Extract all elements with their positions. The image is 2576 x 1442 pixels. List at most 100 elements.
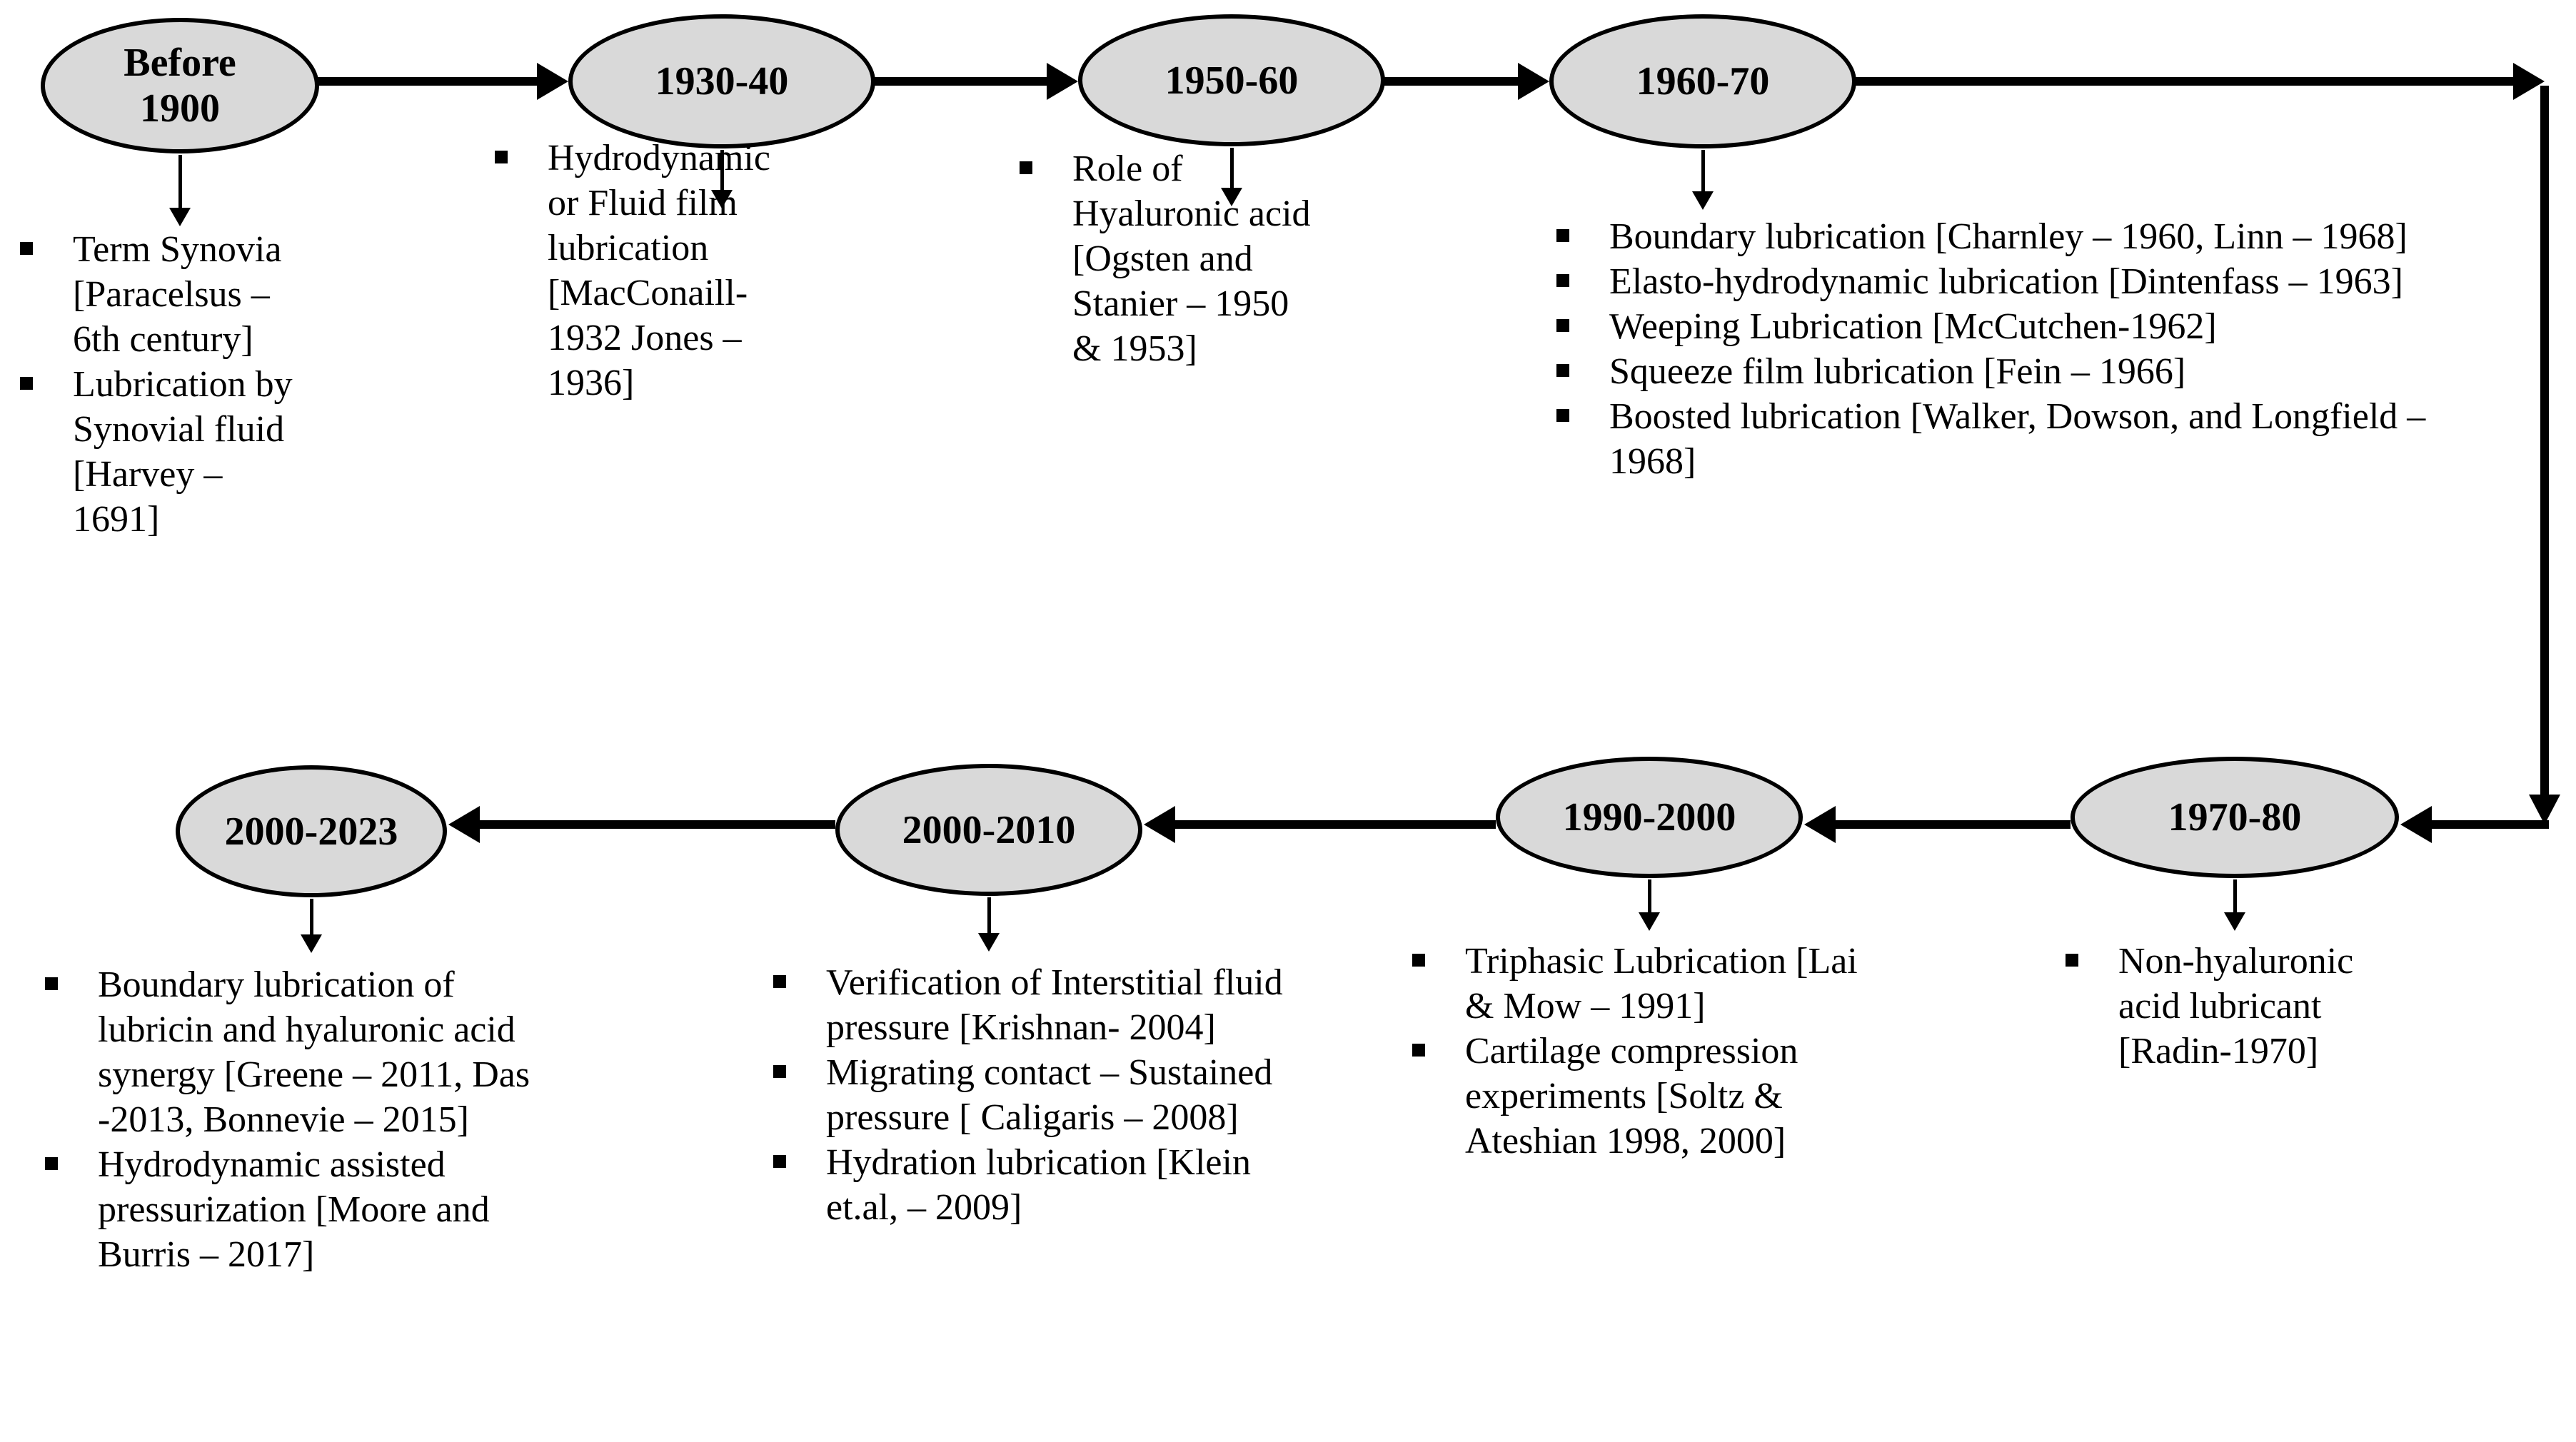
square-bullet-icon	[1020, 161, 1032, 174]
bullet-list-1970-80: Non-hyaluronic acid lubricant [Radin-197…	[2060, 939, 2417, 1074]
square-bullet-icon	[1412, 954, 1425, 967]
node-label-2000-2023: 2000-2023	[224, 809, 398, 854]
timeline-node-2000-2010: 2000-2010	[835, 764, 1142, 896]
arrow-line-2010-to-2023	[480, 820, 835, 829]
down-arrowhead-icon	[169, 208, 191, 226]
bullet-list-2000-2023: Boundary lubrication of lubricin and hya…	[39, 962, 571, 1277]
square-bullet-icon	[773, 1155, 786, 1168]
arrow-line-before1900-to-1930	[316, 77, 538, 86]
arrow-line-1930-to-1950	[874, 77, 1047, 86]
bullet-item: Hydration lubrication [Klein et.al, – 20…	[768, 1140, 1296, 1230]
bullet-text: Migrating contact – Sustained pressure […	[826, 1052, 1273, 1138]
bullet-text: Hydrodynamic assisted pressurization [Mo…	[98, 1144, 490, 1275]
bullet-item: Role of Hyaluronic acid [Ogsten and Stan…	[1014, 146, 1321, 371]
bullet-text: Role of Hyaluronic acid [Ogsten and Stan…	[1072, 148, 1311, 369]
down-arrow-line	[2233, 879, 2237, 914]
square-bullet-icon	[1556, 364, 1569, 377]
node-label-1970-80: 1970-80	[2168, 795, 2302, 840]
timeline-node-2000-2023: 2000-2023	[176, 765, 447, 897]
arrowhead-left-icon	[448, 806, 480, 843]
down-arrow-line	[1648, 879, 1651, 914]
bullet-text: Hydrodynamic or Fluid film lubrication […	[548, 138, 770, 403]
square-bullet-icon	[495, 151, 508, 163]
bullet-item: Squeeze film lubrication [Fein – 1966]	[1551, 349, 2443, 394]
down-arrowhead-icon	[2224, 912, 2245, 931]
bullet-item: Migrating contact – Sustained pressure […	[768, 1050, 1296, 1140]
arrow-line-1960-to-corner	[1855, 77, 2513, 86]
timeline-node-1960-70: 1960-70	[1549, 14, 1856, 148]
square-bullet-icon	[45, 977, 58, 990]
bullet-item: Non-hyaluronic acid lubricant [Radin-197…	[2060, 939, 2417, 1074]
node-label-2000-2010: 2000-2010	[902, 807, 1076, 852]
square-bullet-icon	[2066, 954, 2078, 967]
down-arrowhead-icon	[1639, 912, 1660, 931]
square-bullet-icon	[1556, 409, 1569, 422]
arrow-line-right-edge-vertical	[2540, 86, 2549, 795]
bullet-text: Squeeze film lubrication [Fein – 1966]	[1609, 351, 2186, 392]
down-arrowhead-icon	[1692, 191, 1714, 210]
square-bullet-icon	[20, 242, 33, 255]
bullet-item: Lubrication by Synovial fluid [Harvey – …	[14, 362, 314, 542]
square-bullet-icon	[773, 1065, 786, 1078]
timeline-node-1990-2000: 1990-2000	[1496, 757, 1803, 878]
down-arrow-line	[1230, 148, 1234, 189]
timeline-node-1970-80: 1970-80	[2071, 757, 2399, 878]
node-label-1960-70: 1960-70	[1636, 59, 1770, 104]
arrow-line-1990-to-2010	[1175, 820, 1496, 829]
node-label-1950-60: 1950-60	[1164, 58, 1299, 103]
bullet-item: Hydrodynamic or Fluid film lubrication […	[489, 136, 810, 405]
arrow-line-1970-to-1990	[1836, 820, 2071, 829]
bullet-text: Term Synovia [Paracelsus – 6th century]	[73, 229, 282, 360]
down-arrow-line	[987, 897, 991, 934]
bullet-text: Elasto-hydrodynamic lubrication [Dintenf…	[1609, 261, 2403, 302]
square-bullet-icon	[1556, 319, 1569, 332]
arrowhead-left-icon	[1144, 806, 1175, 843]
bullet-item: Cartilage compression experiments [Soltz…	[1407, 1029, 1863, 1164]
bullet-text: Boosted lubrication [Walker, Dowson, and…	[1609, 396, 2426, 482]
bullet-text: Boundary lubrication of lubricin and hya…	[98, 964, 530, 1140]
down-arrow-line	[310, 899, 313, 936]
node-label-before-1900: Before 1900	[124, 41, 236, 131]
square-bullet-icon	[773, 975, 786, 988]
bullet-item: Triphasic Lubrication [Lai & Mow – 1991]	[1407, 939, 1863, 1029]
down-arrow-line	[1701, 150, 1705, 193]
bullet-item: Boosted lubrication [Walker, Dowson, and…	[1551, 394, 2443, 484]
arrowhead-right-icon	[1518, 63, 1549, 100]
bullet-item: Verification of Interstitial fluid press…	[768, 960, 1296, 1050]
bullet-list-1930-40: Hydrodynamic or Fluid film lubrication […	[489, 136, 810, 405]
bullet-text: Triphasic Lubrication [Lai & Mow – 1991]	[1465, 941, 1858, 1027]
timeline-node-before-1900: Before 1900	[41, 18, 319, 153]
arrowhead-left-icon	[2400, 806, 2432, 843]
square-bullet-icon	[1556, 229, 1569, 242]
timeline-node-1930-40: 1930-40	[568, 14, 875, 148]
arrowhead-right-icon	[537, 63, 568, 100]
arrowhead-left-icon	[1804, 806, 1836, 843]
bullet-list-2000-2010: Verification of Interstitial fluid press…	[768, 960, 1296, 1230]
bullet-list-1950-60: Role of Hyaluronic acid [Ogsten and Stan…	[1014, 146, 1321, 371]
down-arrowhead-icon	[301, 934, 322, 953]
bullet-item: Hydrodynamic assisted pressurization [Mo…	[39, 1142, 571, 1277]
bullet-text: Verification of Interstitial fluid press…	[826, 962, 1283, 1048]
bullet-list-1960-70: Boundary lubrication [Charnley – 1960, L…	[1551, 214, 2443, 484]
bullet-text: Non-hyaluronic acid lubricant [Radin-197…	[2118, 941, 2354, 1072]
square-bullet-icon	[20, 377, 33, 390]
bullet-item: Elasto-hydrodynamic lubrication [Dintenf…	[1551, 259, 2443, 304]
square-bullet-icon	[45, 1157, 58, 1170]
square-bullet-icon	[1412, 1044, 1425, 1057]
down-arrow-line	[178, 155, 182, 209]
bullet-text: Hydration lubrication [Klein et.al, – 20…	[826, 1142, 1251, 1228]
down-arrowhead-icon	[1221, 188, 1242, 206]
bullet-item: Term Synovia [Paracelsus – 6th century]	[14, 227, 314, 362]
down-arrowhead-icon	[978, 933, 1000, 952]
bullet-list-before-1900: Term Synovia [Paracelsus – 6th century] …	[14, 227, 314, 542]
bullet-text: Cartilage compression experiments [Soltz…	[1465, 1031, 1798, 1161]
bullet-item: Boundary lubrication of lubricin and hya…	[39, 962, 571, 1142]
square-bullet-icon	[1556, 274, 1569, 287]
arrowhead-right-icon	[1047, 63, 1078, 100]
arrowhead-down-icon	[2529, 795, 2560, 825]
bullet-item: Boundary lubrication [Charnley – 1960, L…	[1551, 214, 2443, 259]
arrowhead-right-icon	[2513, 63, 2545, 100]
bullet-text: Lubrication by Synovial fluid [Harvey – …	[73, 364, 293, 540]
timeline-node-1950-60: 1950-60	[1078, 14, 1385, 146]
node-label-1990-2000: 1990-2000	[1562, 795, 1736, 840]
